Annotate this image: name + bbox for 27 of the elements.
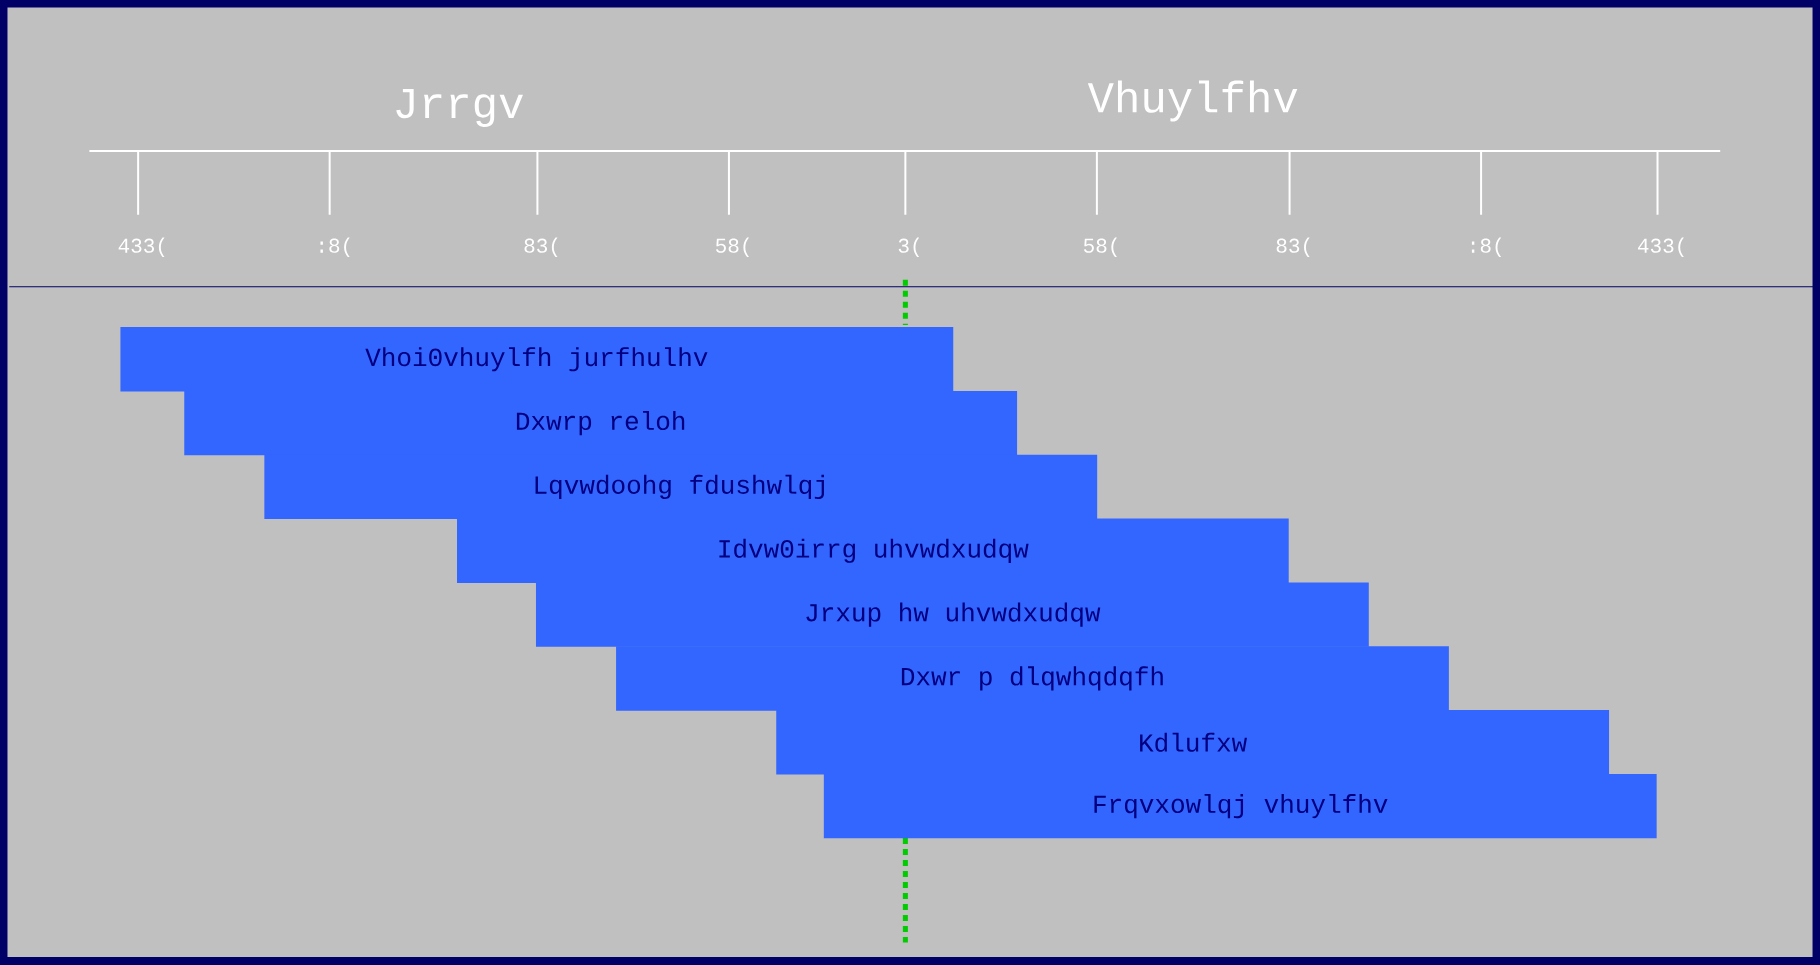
continuum-bar: Kdlufxw xyxy=(776,710,1610,775)
node-label: Dxwrp reloh xyxy=(516,411,685,436)
tick-label: 58( xyxy=(716,237,749,258)
node-label: Frqvxowlqj vhuylfhv xyxy=(1094,794,1388,819)
tick-label: 83( xyxy=(524,237,558,258)
tick-label: 3( xyxy=(898,237,920,258)
continuum-bar: Dxwr p dlqwhqdqfh xyxy=(616,646,1449,711)
tick-label: 58( xyxy=(1083,237,1117,258)
node-label: Dxwr p dlqwhqdqfh xyxy=(901,666,1163,691)
continuum-bar: Lqvwdoohg fdushwlqj xyxy=(264,454,1098,520)
node-label: Jrxup hw uhvwdxudqw xyxy=(806,602,1101,627)
tick-label: 83( xyxy=(1276,237,1310,258)
tick-label: 433( xyxy=(118,237,165,258)
node-label: Lqvwdoohg fdushwlqj xyxy=(535,475,824,500)
continuum-bar: Frqvxowlqj vhuylfhv xyxy=(823,774,1657,839)
axis-heading: Vhuylfhv xyxy=(1087,80,1298,122)
node-label: Idvw0irrg uhvwdxudqw xyxy=(719,538,1029,564)
node-label: Kdlufxw xyxy=(1140,732,1247,753)
axis-heading: Jrrgv xyxy=(396,89,523,128)
tick-label: :8( xyxy=(1471,237,1502,258)
continuum-bar: Jrxup hw uhvwdxudqw xyxy=(535,582,1369,647)
continuum-bar: Idvw0irrg uhvwdxudqw xyxy=(457,518,1289,584)
continuum-bar: Vhoi0vhuylfh jurfhulhv xyxy=(120,327,954,392)
continuum-bar: Dxwrp reloh xyxy=(184,391,1018,456)
tick-label: :8( xyxy=(320,237,350,258)
tick-label: 433( xyxy=(1638,237,1684,258)
node-label: Vhoi0vhuylfh jurfhulhv xyxy=(365,347,708,372)
